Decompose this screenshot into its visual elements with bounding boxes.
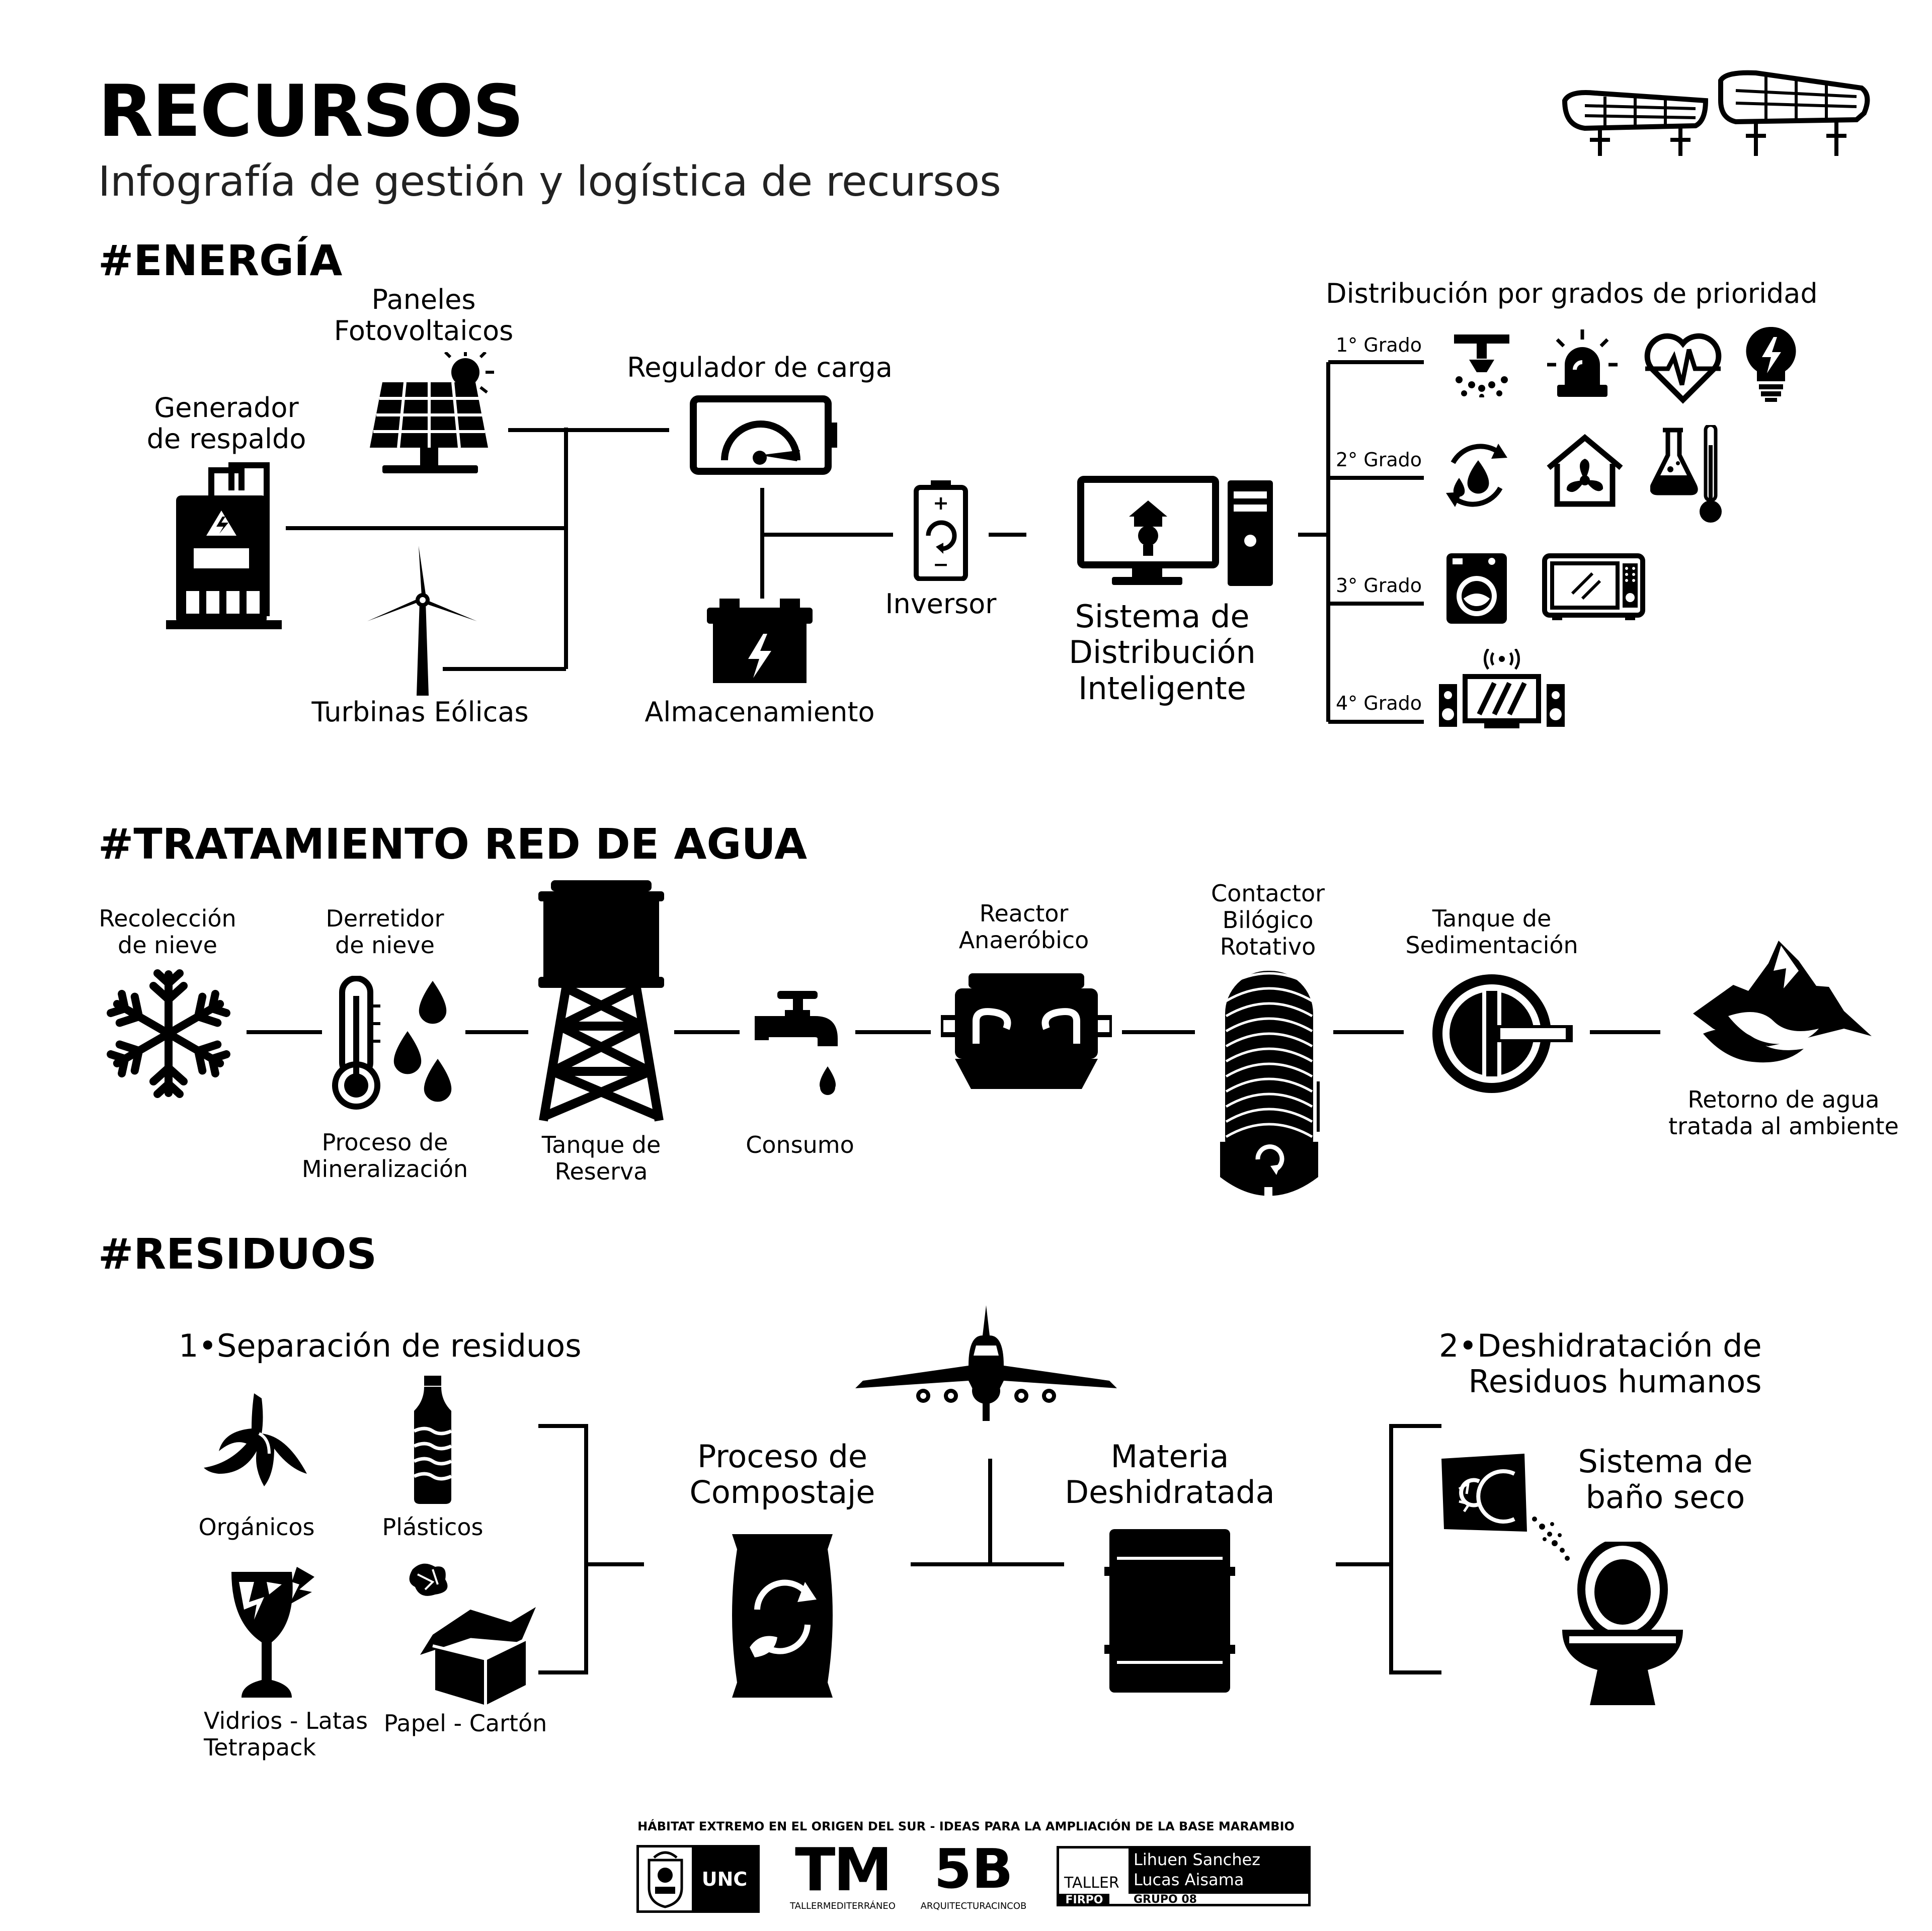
banana-peel-icon [204, 1393, 307, 1486]
label-tanque-reserva: Tanque de Reserva [541, 1131, 661, 1185]
backup-generator-icon [166, 462, 282, 629]
label-grado-2: 2° Grado [1336, 449, 1422, 471]
label-papel: Papel - Cartón [383, 1710, 547, 1737]
dry-toilet-icon [1562, 1542, 1683, 1705]
paper-cardboard-box-icon [409, 1563, 536, 1705]
label-sedimentacion: Tanque de Sedimentación [1405, 905, 1578, 959]
charge-regulator-icon [690, 395, 837, 475]
plastic-bottle-icon [413, 1376, 452, 1504]
sedimentation-tank-icon [1432, 974, 1573, 1093]
snowflake-icon [107, 969, 230, 1098]
label-compostaje: Proceso de Compostaje [689, 1438, 875, 1511]
anaerobic-reactor-icon [941, 973, 1112, 1089]
entertainment-system-icon [1439, 649, 1565, 728]
label-deshidratacion: 2•Deshidratación de Residuos humanos [1439, 1327, 1762, 1400]
label-almacenamiento: Almacenamiento [645, 696, 875, 728]
footer-headline: HÁBITAT EXTREMO EN EL ORIGEN DEL SUR - I… [637, 1819, 1295, 1833]
rotating-biological-contactor-icon [1220, 971, 1320, 1207]
label-reactor: Reactor Anaeróbico [958, 900, 1089, 954]
firpo-label: FIRPO [1059, 1894, 1109, 1906]
grupo-label: GRUPO 08 [1134, 1893, 1197, 1906]
water-recycle-icon [1446, 444, 1507, 507]
inverter-icon: + − [914, 480, 968, 581]
alarm-siren-icon [1547, 329, 1618, 397]
lab-thermometer-icon [1650, 425, 1722, 523]
label-turbinas: Turbinas Eólicas [311, 696, 529, 728]
label-grado-1: 1° Grado [1336, 334, 1422, 356]
water-tap-icon [755, 991, 838, 1095]
label-separacion: 1•Separación de residuos [179, 1327, 582, 1364]
label-consumo: Consumo [746, 1131, 854, 1158]
unc-label: UNC [692, 1848, 757, 1910]
label-regulador: Regulador de carga [627, 352, 893, 383]
svg-text:−: − [933, 553, 949, 575]
section-agua-heading: #TRATAMIENTO RED DE AGUA [98, 819, 808, 869]
label-inversor: Inversor [885, 588, 997, 620]
label-generador: Generador de respaldo [146, 392, 306, 455]
unc-logo: UNC [636, 1845, 760, 1913]
authors-panel: Lihuen Sanchez Lucas Aisama [1129, 1849, 1308, 1894]
heartbeat-icon [1644, 333, 1722, 404]
label-recoleccion: Recolección de nieve [99, 905, 236, 959]
water-tower-icon [538, 880, 664, 1122]
section-energia-heading: #ENERGÍA [98, 236, 343, 285]
base-modules-icon [1562, 70, 1870, 156]
battery-storage-icon [707, 599, 813, 683]
label-materia: Materia Deshidratada [1065, 1438, 1275, 1511]
house-ventilation-icon [1547, 434, 1623, 507]
tm-logo-sub: TALLERMEDITERRÁNEO [790, 1901, 896, 1911]
mountain-river-icon [1693, 941, 1872, 1063]
dry-toilet-separator-icon [1441, 1454, 1570, 1561]
tm-logo: TM [795, 1835, 893, 1904]
dehydrated-matter-barrel-icon [1104, 1529, 1235, 1693]
washing-machine-icon [1446, 553, 1507, 624]
label-grado-3: 3° Grado [1336, 574, 1422, 597]
label-bano-seco: Sistema de baño seco [1578, 1443, 1753, 1516]
svg-text:+: + [933, 492, 949, 514]
label-organicos: Orgánicos [198, 1514, 315, 1541]
5b-logo: 5B [934, 1838, 1013, 1901]
compost-bag-icon [732, 1534, 833, 1698]
section-residuos-heading: #RESIDUOS [98, 1229, 377, 1279]
label-vidrios: Vidrios - Latas Tetrapack [204, 1707, 368, 1761]
label-derretidor: Derretidor de nieve [326, 905, 444, 959]
5b-logo-sub: ARQUITECTURACINCOB [920, 1901, 1027, 1911]
unc-seal-icon [648, 1851, 683, 1908]
label-distribucion-prioridad: Distribución por grados de prioridad [1326, 278, 1818, 309]
electricity-bulb-icon [1746, 327, 1796, 402]
fire-sprinkler-icon [1454, 334, 1509, 397]
label-retorno: Retorno de agua tratada al ambiente [1668, 1086, 1899, 1140]
taller-label: TALLER [1064, 1874, 1119, 1892]
smart-distribution-computer-icon [1077, 476, 1273, 586]
label-contactor: Contactor Bilógico Rotativo [1211, 880, 1325, 960]
label-plasticos: Plásticos [382, 1514, 484, 1541]
microwave-icon [1542, 553, 1645, 620]
melting-thermometer-icon [332, 976, 452, 1110]
label-grado-4: 4° Grado [1336, 692, 1422, 714]
broken-glass-icon [231, 1567, 314, 1698]
author-1: Lihuen Sanchez [1134, 1850, 1260, 1869]
solar-panel-icon [370, 352, 494, 473]
page-subtitle: Infografía de gestión y logística de rec… [98, 158, 1001, 206]
label-paneles: Paneles Fotovoltaicos [334, 284, 514, 347]
taller-firpo-block: TALLER FIRPO Lihuen Sanchez Lucas Aisama… [1057, 1846, 1311, 1906]
label-mineralizacion: Proceso de Mineralización [301, 1129, 468, 1183]
author-2: Lucas Aisama [1134, 1870, 1244, 1889]
page-title: RECURSOS [98, 70, 524, 153]
airplane-icon [855, 1305, 1117, 1421]
wind-turbine-icon [367, 546, 477, 696]
label-sistema-distribucion: Sistema de Distribución Inteligente [1069, 598, 1256, 707]
